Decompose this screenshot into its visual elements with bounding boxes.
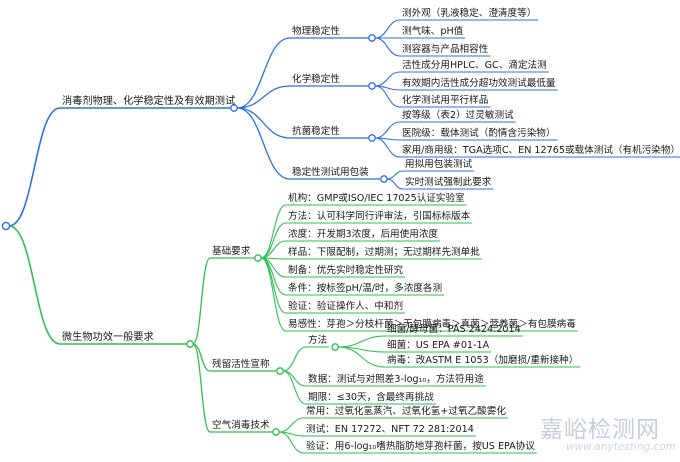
subtopic-label: 抗菌稳定性 — [292, 126, 340, 137]
branch-label: 微生物功效一般要求 — [62, 332, 154, 343]
leaf-connector — [386, 178, 404, 190]
leaf-label: 验证：用6-log₁₀嗜热脂肪地芽孢杆菌，按US EPA协议 — [306, 441, 535, 452]
leaf-connector — [282, 370, 307, 387]
leaf-connector — [374, 71, 401, 87]
method-collapse-node[interactable] — [331, 343, 340, 351]
watermark-text: 嘉峪检测网 — [540, 417, 660, 443]
subtopic-collapse-node[interactable] — [368, 82, 376, 90]
leaf-label: 测试：EN 17272、NFT 72 281:2014 — [306, 424, 474, 435]
subtopic-connector — [236, 37, 291, 109]
leaf-label: 期限：≤30天，含最终再挑战 — [308, 392, 434, 403]
watermark-url: www.anytesting.com — [566, 441, 676, 453]
subtopic-connector — [192, 257, 211, 345]
method-leaf-label: 细菌/酵母菌：PAS 2424:2014 — [387, 324, 521, 335]
method-leaf-connector — [338, 335, 386, 348]
leaf-label: 活性成分用HPLC、GC、滴定法测 — [402, 60, 547, 71]
subtopic-label: 空气消毒技术 — [212, 420, 270, 431]
subtopic-label: 物理稳定性 — [292, 26, 340, 37]
leaf-connector — [374, 37, 401, 57]
leaf-label: 条件：按标签pH/温/时，多浓度各测 — [288, 283, 443, 294]
subtopic-connector — [236, 107, 291, 180]
branch-connector — [8, 107, 61, 227]
leaf-label: 有效期内活性成分超功效测试最低量 — [402, 78, 556, 89]
subtopic-collapse-node[interactable] — [272, 428, 280, 436]
leaf-label: 数据：测试与对照差3-log₁₀，方法符用途 — [308, 374, 484, 385]
subtopic-collapse-node[interactable] — [380, 175, 388, 183]
leaf-connector — [374, 137, 401, 158]
leaf-connector — [374, 85, 401, 108]
branch-collapse-node[interactable] — [186, 340, 194, 348]
leaf-label: 测外观（乳液稳定、澄清度等） — [402, 8, 537, 19]
subtopic-collapse-node[interactable] — [368, 34, 376, 42]
branch-connector — [8, 225, 61, 345]
subtopic-label: 化学稳定性 — [292, 74, 340, 85]
leaf-label: 方法：认可科学同行评审法，引国标标版本 — [288, 211, 471, 222]
leaf-label: 家用/商用级：TGA选项C、EN 12765或载体测试（有机污染物） — [402, 145, 680, 156]
leaf-label: 医院级：载体测试（酌情含污染物） — [402, 128, 556, 139]
leaf-connector — [278, 417, 305, 433]
leaf-label: 常用：过氧化氢蒸汽、过氧化氢+过氧乙酸雾化 — [306, 406, 506, 417]
leaf-connector — [278, 431, 305, 454]
leaf-label: 实时测试强制此要求 — [405, 177, 492, 188]
leaf-label: 验证：验证操作人、中和剂 — [288, 301, 404, 312]
leaf-label: 测气味、pH值 — [402, 26, 464, 37]
leaf-connector — [260, 222, 287, 259]
subtopic-collapse-node[interactable] — [254, 254, 262, 262]
method-leaf-connector — [338, 346, 386, 368]
subtopic-collapse-node[interactable] — [276, 367, 284, 375]
leaf-label: 样品：下限配制，过期测；无过期样先测单批 — [288, 247, 480, 258]
leaf-label: 易感性：芽孢＞分枝杆菌＞无包膜病毒＞真菌＞营养菌＞有包膜病毒 — [288, 319, 576, 330]
method-leaf-label: 细菌：US EPA #01-1A — [387, 340, 490, 351]
subtopic-connector — [236, 85, 291, 109]
subtopic-connector — [236, 107, 291, 139]
leaf-connector — [374, 19, 401, 39]
method-leaf-label: 病毒：改ASTM E 1053（加磨损/重新接种） — [387, 355, 579, 366]
leaf-label: 按等级（表2）过灵敏测试 — [402, 110, 514, 121]
leaf-label: 用拟用包装测试 — [405, 159, 473, 170]
leaf-label: 机构：GMP或ISO/IEC 17025认证实验室 — [288, 193, 465, 204]
root-node[interactable] — [1, 221, 11, 231]
leaf-connector — [386, 170, 404, 180]
subtopic-label: 基础要求 — [212, 246, 251, 257]
subtopic-label: 残留活性宣称 — [212, 359, 270, 370]
leaf-connector — [260, 257, 287, 332]
leaf-label: 测容器与产品相容性 — [402, 44, 489, 55]
leaf-label: 化学测试用平行样品 — [402, 95, 489, 106]
branch-label: 消毒剂物理、化学稳定性及有效期测试 — [62, 96, 236, 107]
leaf-label: 浓度：开发期3浓度，后用使用浓度 — [288, 229, 439, 240]
leaf-connector — [260, 204, 287, 259]
subtopic-label: 稳定性测试用包装 — [292, 167, 369, 178]
subtopic-collapse-node[interactable] — [368, 134, 376, 142]
leaf-label: 方法 — [308, 335, 328, 346]
leaf-connector — [260, 257, 287, 314]
leaf-label: 制备：优先实时稳定性研究 — [288, 265, 404, 276]
subtopic-connector — [192, 343, 211, 433]
leaf-connector — [374, 121, 401, 139]
leaf-connector — [282, 370, 307, 405]
leaf-connector — [282, 346, 307, 372]
